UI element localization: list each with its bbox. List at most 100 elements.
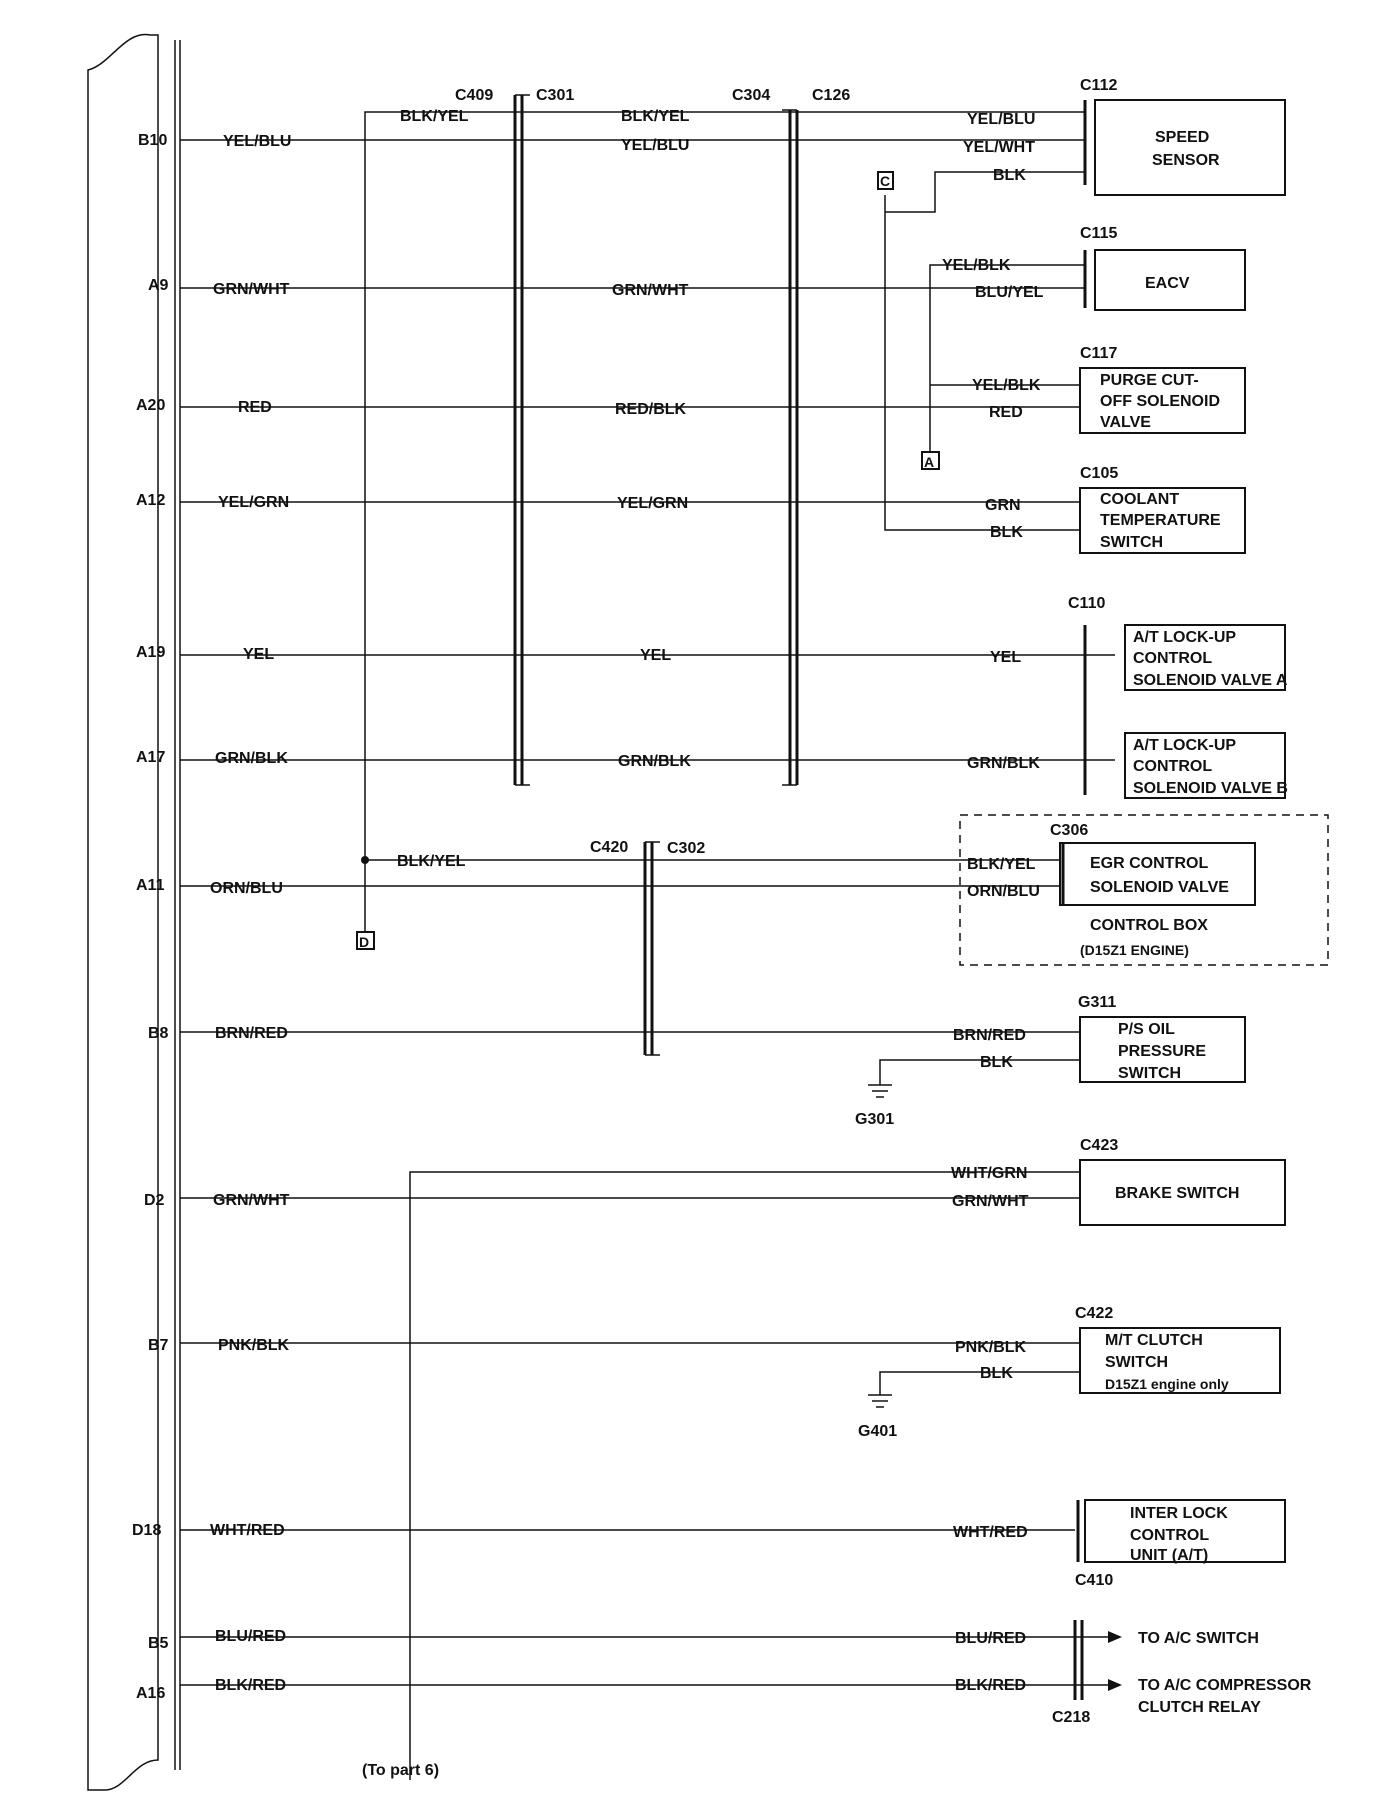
- lockup-a-l2: CONTROL: [1133, 650, 1212, 667]
- to-ac-comp-l1: TO A/C COMPRESSOR: [1138, 1677, 1312, 1694]
- lockup-a-l3: SOLENOID VALVE A: [1133, 672, 1288, 689]
- pin-b8: B8: [148, 1025, 169, 1042]
- to-ac-switch: TO A/C SWITCH: [1138, 1630, 1259, 1647]
- pin-d18: D18: [132, 1522, 161, 1539]
- wire-d2-label: GRN/WHT: [213, 1192, 290, 1209]
- wire-blu-yel: BLU/YEL: [975, 284, 1044, 301]
- ps-oil-l1: P/S OIL: [1118, 1021, 1175, 1038]
- egr-l2: SOLENOID VALVE: [1090, 879, 1229, 896]
- wire-yel-blk-purge: YEL/BLK: [972, 377, 1041, 394]
- purge-l2: OFF SOLENOID: [1100, 393, 1220, 410]
- wire-a19-label: YEL: [243, 646, 274, 663]
- connector-c112: C112: [1080, 77, 1117, 94]
- pin-a12: A12: [136, 492, 165, 509]
- connector-g311: G311: [1078, 994, 1116, 1011]
- wire-blk-yel-egr: BLK/YEL: [967, 856, 1036, 873]
- connector-c301: C301: [536, 87, 574, 104]
- wire-blk-yel-mid: BLK/YEL: [621, 108, 690, 125]
- connector-c115: C115: [1080, 225, 1117, 242]
- pin-b7: B7: [148, 1337, 169, 1354]
- connector-c218: C218: [1052, 1709, 1090, 1726]
- wire-a19-mid: YEL: [640, 647, 671, 664]
- connector-c304: C304: [732, 87, 770, 104]
- coolant-l3: SWITCH: [1100, 534, 1163, 551]
- to-part: (To part 6): [362, 1762, 439, 1779]
- speed-sensor-l1: SPEED: [1155, 129, 1209, 146]
- coolant-l1: COOLANT: [1100, 491, 1179, 508]
- components: C112 SPEED SENSOR C115 EACV C117 PURGE C…: [959, 77, 1329, 1716]
- lockup-b-l3: SOLENOID VALVE B: [1133, 780, 1288, 797]
- wire-grn-wht-brake: GRN/WHT: [952, 1193, 1029, 1210]
- pin-a17: A17: [136, 749, 165, 766]
- wire-a12-mid: YEL/GRN: [617, 495, 688, 512]
- connector-c126: C126: [812, 87, 850, 104]
- purge-l3: VALVE: [1100, 414, 1151, 431]
- engine-note: (D15Z1 ENGINE): [1080, 942, 1189, 958]
- arrow-ac-comp: [1108, 1679, 1122, 1691]
- wire-yel-blk-eacv: YEL/BLK: [942, 257, 1011, 274]
- pin-b5: B5: [148, 1635, 169, 1652]
- wire-grn-coolant: GRN: [985, 497, 1021, 514]
- wire-a17-mid: GRN/BLK: [618, 753, 691, 770]
- wire-red-purge: RED: [989, 404, 1023, 421]
- lockup-b-l1: A/T LOCK-UP: [1133, 737, 1236, 754]
- egr-l1: EGR CONTROL: [1090, 855, 1208, 872]
- wire-a16-label: BLK/RED: [215, 1677, 286, 1694]
- interlock-l3: UNIT (A/T): [1130, 1547, 1208, 1564]
- wire-b7-label: PNK/BLK: [218, 1337, 290, 1354]
- wire-blk-yel-a11: BLK/YEL: [397, 853, 466, 870]
- pin-d2: D2: [144, 1192, 165, 1209]
- connector-c117: C117: [1080, 345, 1117, 362]
- wire-d18-label: WHT/RED: [210, 1522, 285, 1539]
- wire-b5-label: BLU/RED: [215, 1628, 286, 1645]
- wire-yel-lockup: YEL: [990, 649, 1021, 666]
- connector-c420: C420: [590, 839, 628, 856]
- brake-label: BRAKE SWITCH: [1115, 1185, 1239, 1202]
- wire-brn-red-ps: BRN/RED: [953, 1027, 1026, 1044]
- wire-a20-mid: RED/BLK: [615, 401, 687, 418]
- wire-blk-yel-top: BLK/YEL: [400, 108, 469, 125]
- clutch-l3: D15Z1 engine only: [1105, 1376, 1229, 1392]
- connector-c409: C409: [455, 87, 493, 104]
- wire-grn-blk-lockup: GRN/BLK: [967, 755, 1040, 772]
- interlock-l2: CONTROL: [1130, 1527, 1209, 1544]
- control-box-label: CONTROL BOX: [1090, 917, 1208, 934]
- wire-a9-mid: GRN/WHT: [612, 282, 689, 299]
- pin-a9: A9: [148, 277, 169, 294]
- eacv-label: EACV: [1145, 275, 1190, 292]
- wire-blk-speed: BLK: [993, 167, 1026, 184]
- connector-c110: C110: [1068, 595, 1105, 612]
- wire-a9-label: GRN/WHT: [213, 281, 290, 298]
- wire-wht-grn: WHT/GRN: [951, 1165, 1027, 1182]
- control-box-outline: [959, 814, 1329, 966]
- clutch-l2: SWITCH: [1105, 1354, 1168, 1371]
- pin-b10: B10: [138, 132, 167, 149]
- wire-a17-label: GRN/BLK: [215, 750, 288, 767]
- ground-g401: G401: [858, 1423, 897, 1440]
- speed-sensor-l2: SENSOR: [1152, 152, 1220, 169]
- ground-g301: G301: [855, 1111, 894, 1128]
- ps-oil-l3: SWITCH: [1118, 1065, 1181, 1082]
- wire-wht-red-interlock: WHT/RED: [953, 1524, 1028, 1541]
- lockup-b-l2: CONTROL: [1133, 758, 1212, 775]
- ref-a: A: [924, 454, 934, 470]
- wire-a11-label: ORN/BLU: [210, 880, 283, 897]
- wire-yel-wht-label: YEL/WHT: [963, 139, 1035, 156]
- ecm-pins: B10 A9 A20 A12 A19 A17 A11 B8 D2 B7 D18 …: [132, 132, 169, 1702]
- wire-orn-blu-egr: ORN/BLU: [967, 883, 1040, 900]
- pin-a19: A19: [136, 644, 165, 661]
- splice-dot: [361, 856, 369, 864]
- connector-bars: [513, 94, 799, 1056]
- ecm-connector-body: [87, 33, 181, 1791]
- wire-a12-label: YEL/GRN: [218, 494, 289, 511]
- wire-blk-red-right: BLK/RED: [955, 1677, 1026, 1694]
- ps-oil-l2: PRESSURE: [1118, 1043, 1206, 1060]
- pin-a11: A11: [136, 877, 165, 894]
- wire-blk-coolant: BLK: [990, 524, 1023, 541]
- wire-a20-label: RED: [238, 399, 272, 416]
- wire-pnk-blk-clutch: PNK/BLK: [955, 1339, 1027, 1356]
- connector-c423: C423: [1080, 1137, 1118, 1154]
- connector-c410: C410: [1075, 1572, 1113, 1589]
- to-ac-comp-l2: CLUTCH RELAY: [1138, 1699, 1261, 1716]
- coolant-l2: TEMPERATURE: [1100, 512, 1221, 529]
